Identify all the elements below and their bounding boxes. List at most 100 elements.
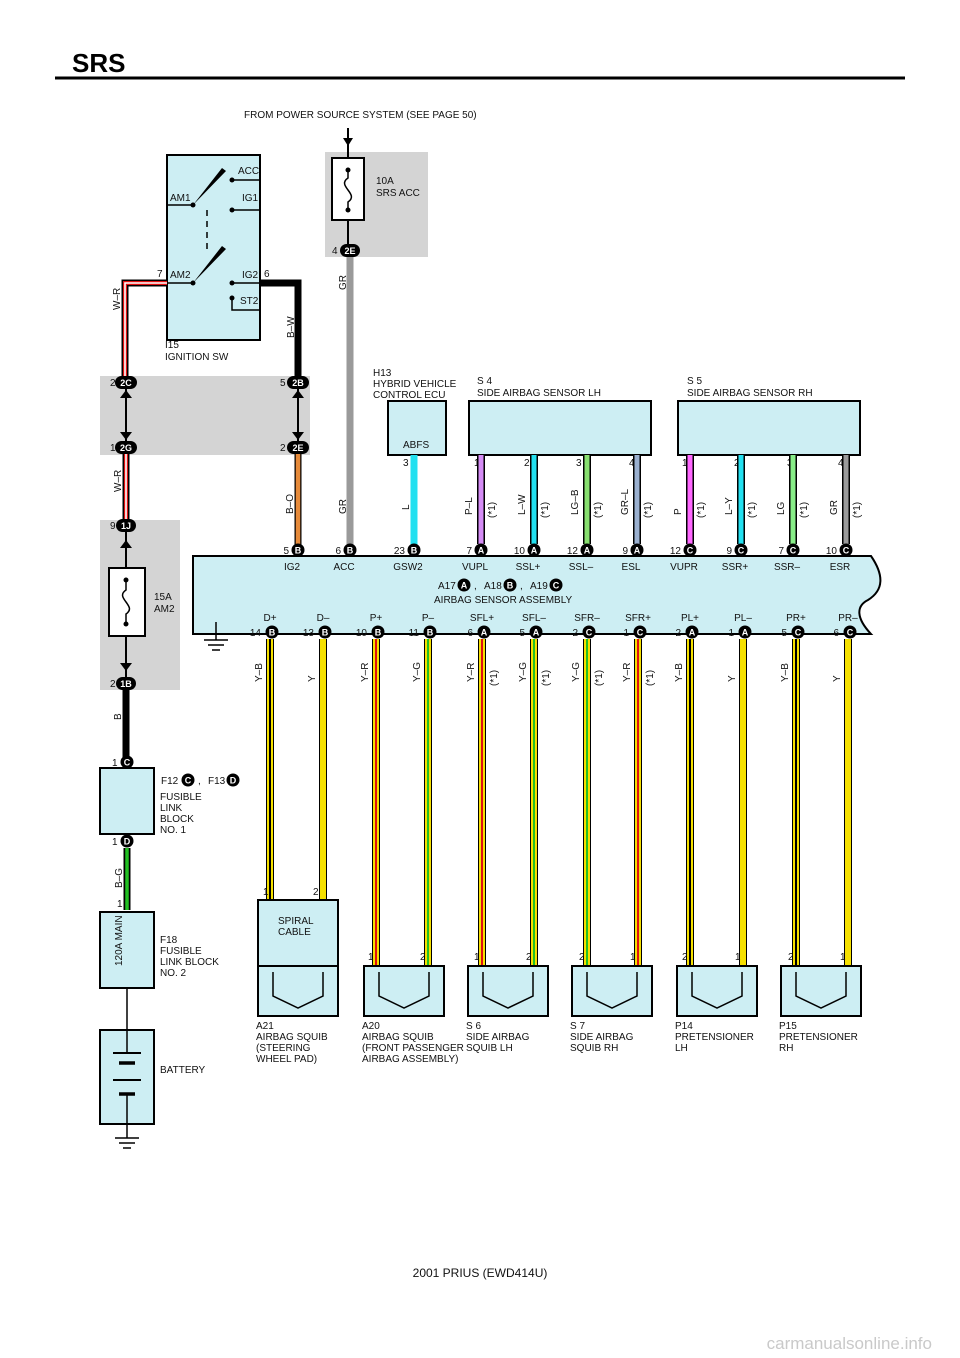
- svg-text:IG1: IG1: [242, 193, 259, 204]
- svg-text:B: B: [427, 628, 434, 638]
- wire-label: Y–R: [360, 663, 371, 682]
- svg-text:B: B: [269, 628, 276, 638]
- watermark: carmanualsonline.info: [766, 1334, 932, 1353]
- wire-note: (*1): [487, 502, 498, 518]
- switch-contact-icon: [167, 168, 260, 311]
- svg-text:4: 4: [838, 458, 844, 469]
- squib-icon: [272, 972, 324, 1009]
- fuse-srs-name: SRS ACC: [376, 188, 420, 199]
- svg-text:W–R: W–R: [113, 470, 124, 492]
- ignition-id: I15: [165, 340, 179, 351]
- svg-text:1: 1: [728, 628, 734, 639]
- svg-text:A: A: [461, 581, 468, 591]
- svg-text:2: 2: [675, 628, 681, 639]
- svg-text:15A: 15A: [154, 592, 172, 603]
- svg-text:12: 12: [670, 546, 682, 557]
- svg-text:FUSIBLE: FUSIBLE: [160, 946, 202, 957]
- battery-icon: [113, 1030, 141, 1149]
- svg-text:,: ,: [520, 581, 523, 592]
- svg-text:1: 1: [623, 628, 629, 639]
- svg-text:P14: P14: [675, 1021, 693, 1032]
- svg-text:CABLE: CABLE: [278, 927, 311, 938]
- wire-label: GR: [829, 500, 840, 515]
- ignition-switch-box: [166, 154, 261, 341]
- spiral-cable: [257, 899, 339, 967]
- wire-label: Y–R: [622, 663, 633, 682]
- svg-text:B: B: [322, 628, 329, 638]
- svg-text:B: B: [347, 546, 354, 556]
- svg-text:1: 1: [368, 952, 374, 963]
- svg-text:ESR: ESR: [830, 562, 851, 573]
- airbag-sensor-assembly: [192, 555, 882, 635]
- wire-note: (*1): [696, 502, 707, 518]
- wire-label: Y–G: [412, 662, 423, 682]
- svg-text:6: 6: [467, 628, 473, 639]
- svg-text:(FRONT PASSENGER: (FRONT PASSENGER: [362, 1043, 464, 1054]
- svg-text:2: 2: [313, 887, 319, 898]
- svg-text:GR: GR: [338, 275, 349, 290]
- svg-text:10: 10: [514, 546, 526, 557]
- svg-text:D–: D–: [317, 613, 330, 624]
- wire-note: (*1): [541, 670, 552, 686]
- svg-text:7: 7: [157, 269, 163, 280]
- svg-text:P+: P+: [370, 613, 383, 624]
- svg-text:11: 11: [409, 628, 420, 639]
- svg-text:B: B: [411, 546, 418, 556]
- conn-1J: 1J: [116, 519, 136, 532]
- svg-text:ESL: ESL: [622, 562, 641, 573]
- svg-text:B: B: [295, 546, 302, 556]
- svg-text:PL+: PL+: [681, 613, 699, 624]
- svg-text:W–R: W–R: [112, 288, 123, 310]
- svg-text:2E: 2E: [292, 443, 303, 453]
- svg-text:AIRBAG SQUIB: AIRBAG SQUIB: [362, 1032, 434, 1043]
- svg-text:5: 5: [519, 628, 525, 639]
- svg-text:D: D: [124, 837, 131, 847]
- wire-note: (*1): [747, 502, 758, 518]
- squib-icon: [586, 972, 638, 1009]
- svg-text:9: 9: [726, 546, 732, 557]
- svg-text:P15: P15: [779, 1021, 797, 1032]
- footer: 2001 PRIUS (EWD414U): [412, 1266, 548, 1280]
- svg-text:C: C: [843, 546, 850, 556]
- svg-text:LINK: LINK: [160, 803, 183, 814]
- svg-text:ST2: ST2: [240, 296, 259, 307]
- svg-text:,: ,: [474, 581, 477, 592]
- svg-text:PRETENSIONER: PRETENSIONER: [675, 1032, 754, 1043]
- svg-text:SFL–: SFL–: [522, 613, 546, 624]
- svg-text:1: 1: [117, 899, 123, 910]
- svg-text:12: 12: [567, 546, 579, 557]
- svg-text:23: 23: [394, 546, 406, 557]
- svg-text:SIDE AIRBAG SENSOR RH: SIDE AIRBAG SENSOR RH: [687, 388, 813, 399]
- conn-1B: 1B: [116, 677, 136, 690]
- svg-text:NO. 2: NO. 2: [160, 968, 187, 979]
- svg-text:2: 2: [110, 378, 116, 389]
- wire-label: Y: [307, 675, 318, 682]
- svg-text:HYBRID VEHICLE: HYBRID VEHICLE: [373, 379, 457, 390]
- svg-text:B–W: B–W: [286, 316, 297, 338]
- wire-label: GR–L: [620, 488, 631, 515]
- svg-text:1B: 1B: [120, 679, 132, 689]
- wire-label: Y–B: [780, 663, 791, 682]
- svg-text:A: A: [689, 628, 696, 638]
- svg-text:LH: LH: [675, 1043, 688, 1054]
- svg-text:1: 1: [682, 458, 688, 469]
- svg-text:C: C: [637, 628, 644, 638]
- svg-text:1: 1: [263, 887, 269, 898]
- wire-label: Y–G: [571, 662, 582, 682]
- wire-label: Y–G: [518, 662, 529, 682]
- svg-text:2B: 2B: [292, 378, 304, 388]
- svg-text:VUPR: VUPR: [670, 562, 698, 573]
- squib-icon: [378, 972, 430, 1009]
